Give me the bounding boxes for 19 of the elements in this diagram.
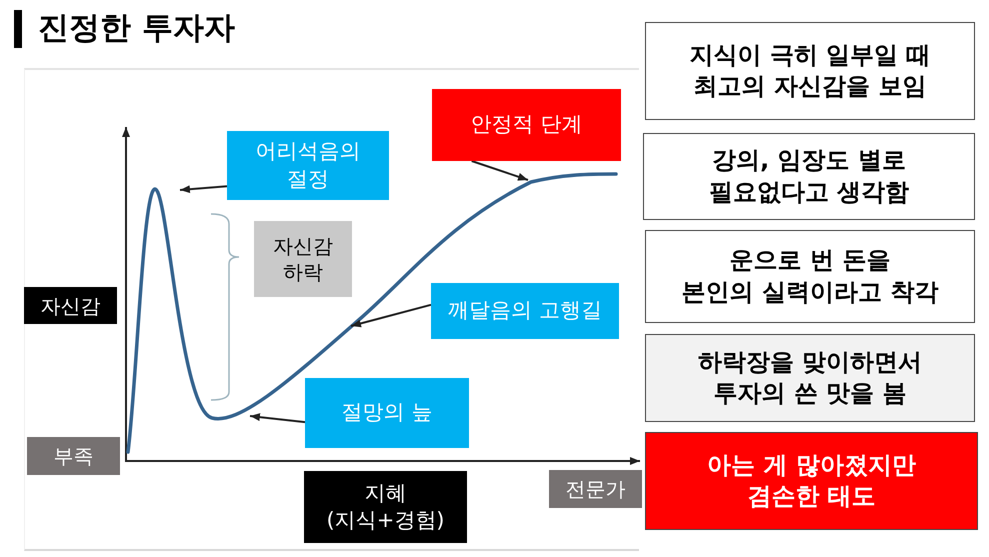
axis-end-label: 전문가 xyxy=(549,470,642,508)
x-axis-label: 지혜 (지식+경험) xyxy=(304,471,467,543)
note-box: 아는 게 많아졌지만 겸손한 태도 xyxy=(645,432,978,530)
arrow xyxy=(250,413,306,424)
note-box: 지식이 극히 일부일 때 최고의 자신감을 보임 xyxy=(645,22,975,120)
note-box: 하락장을 맞이하면서 투자의 쓴 맛을 봄 xyxy=(645,334,975,422)
callout-box: 깨달음의 고행길 xyxy=(431,283,619,339)
arrow xyxy=(180,185,228,194)
callout-box: 절망의 늪 xyxy=(305,378,469,448)
callout-box: 자신감 하락 xyxy=(254,221,352,297)
axis-start-label: 부족 xyxy=(27,437,120,475)
arrow xyxy=(471,160,528,181)
arrow xyxy=(350,304,432,328)
note-box: 강의, 임장도 별로 필요없다고 생각함 xyxy=(643,133,975,220)
page-title: 진정한 투자자 xyxy=(38,9,235,48)
callout-box: 안정적 단계 xyxy=(432,89,621,161)
callout-box: 어리석음의 절정 xyxy=(227,131,389,200)
note-box: 운으로 번 돈을 본인의 실력이라고 착각 xyxy=(645,230,975,323)
y-axis-label: 자신감 xyxy=(24,287,117,324)
